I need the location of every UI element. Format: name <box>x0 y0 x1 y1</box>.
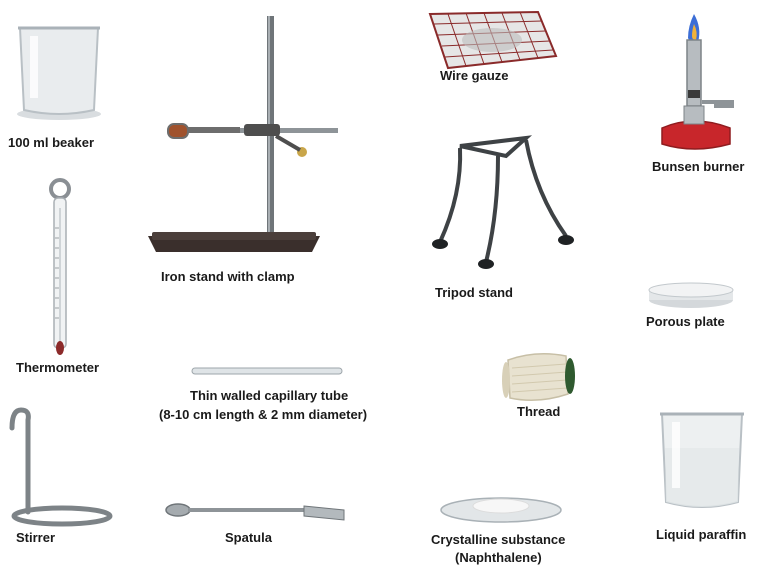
spatula-label: Spatula <box>225 529 272 547</box>
stirrer-illustration <box>6 404 116 528</box>
thermometer-label: Thermometer <box>16 359 99 377</box>
iron-stand-label: Iron stand with clamp <box>161 268 295 286</box>
beaker-illustration <box>14 22 104 122</box>
crystalline-label-line2: (Naphthalene) <box>455 549 542 567</box>
spatula-illustration <box>164 498 348 526</box>
thread-illustration <box>500 350 576 404</box>
capillary-label-line1: Thin walled capillary tube <box>190 387 348 405</box>
porous-plate-illustration <box>646 282 736 310</box>
liquid-paraffin-label: Liquid paraffin <box>656 526 746 544</box>
tripod-label: Tripod stand <box>435 284 513 302</box>
thread-label: Thread <box>517 403 560 421</box>
crystalline-substance-illustration <box>438 488 564 524</box>
iron-stand-illustration <box>144 14 330 258</box>
crystalline-label-line1: Crystalline substance <box>431 531 565 549</box>
bunsen-burner-label: Bunsen burner <box>652 158 744 176</box>
wire-gauze-illustration <box>428 10 558 70</box>
beaker-label: 100 ml beaker <box>8 134 94 152</box>
thermometer-illustration <box>46 178 76 358</box>
capillary-label-line2: (8-10 cm length & 2 mm diameter) <box>159 406 367 424</box>
capillary-tube-illustration <box>190 365 346 377</box>
stirrer-label: Stirrer <box>16 529 55 547</box>
porous-plate-label: Porous plate <box>646 313 725 331</box>
wire-gauze-label: Wire gauze <box>440 67 509 85</box>
tripod-illustration <box>426 134 580 272</box>
liquid-paraffin-illustration <box>656 408 748 514</box>
bunsen-burner-illustration <box>654 10 738 154</box>
